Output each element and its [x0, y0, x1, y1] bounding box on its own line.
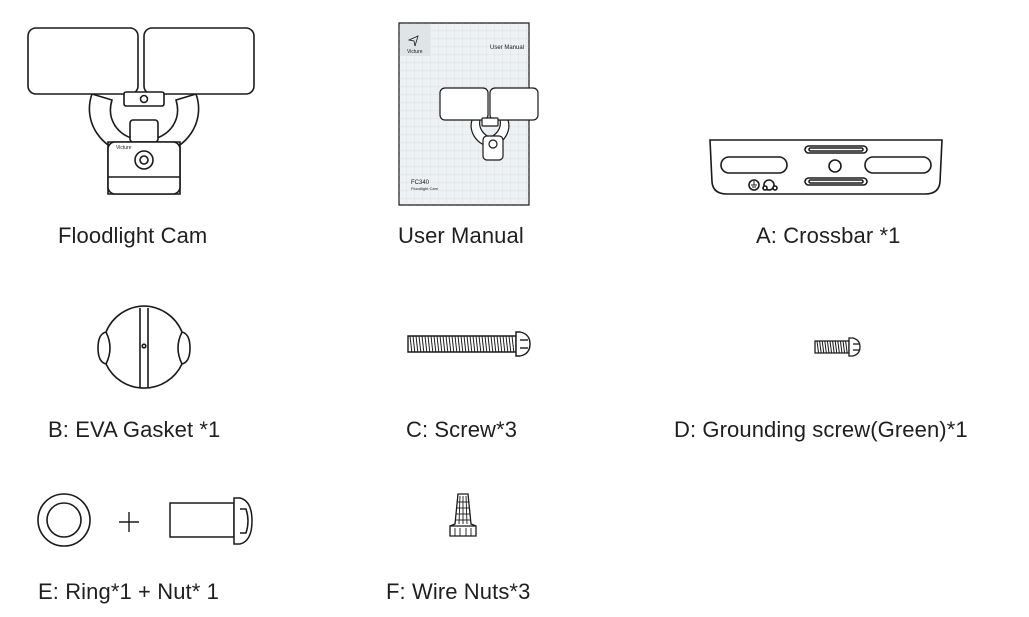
manual-model-text: FC340 — [411, 180, 430, 186]
grounding-screw-label: D: Grounding screw(Green)*1 — [674, 417, 968, 442]
plus-sign — [117, 510, 141, 534]
manual-brand-text: Victure — [407, 49, 423, 55]
eva-gasket-illustration — [98, 304, 190, 392]
floodlight-cam-illustration: Victure — [20, 22, 270, 202]
user-manual-illustration: Victure User Manual FC340 Floodlight Cam — [398, 22, 530, 206]
wire-nuts-label: F: Wire Nuts*3 — [386, 579, 531, 604]
ring-illustration — [36, 492, 92, 548]
eva-gasket-label: B: EVA Gasket *1 — [48, 417, 221, 442]
ring-nut-label: E: Ring*1 + Nut* 1 — [38, 579, 219, 604]
user-manual-label: User Manual — [398, 223, 524, 248]
crossbar-illustration — [707, 138, 945, 198]
crossbar-label: A: Crossbar *1 — [756, 223, 901, 248]
floodlight-cam-label: Floodlight Cam — [58, 223, 208, 248]
manual-subtitle-text: Floodlight Cam — [411, 186, 439, 191]
screw-illustration — [406, 326, 530, 362]
floodlight-brand-text: Victure — [116, 145, 132, 151]
manual-cover-title: User Manual — [490, 45, 524, 51]
wire-nut-illustration — [448, 492, 478, 538]
screw-label: C: Screw*3 — [406, 417, 518, 442]
nut-illustration — [168, 495, 254, 547]
grounding-screw-illustration — [813, 335, 861, 361]
